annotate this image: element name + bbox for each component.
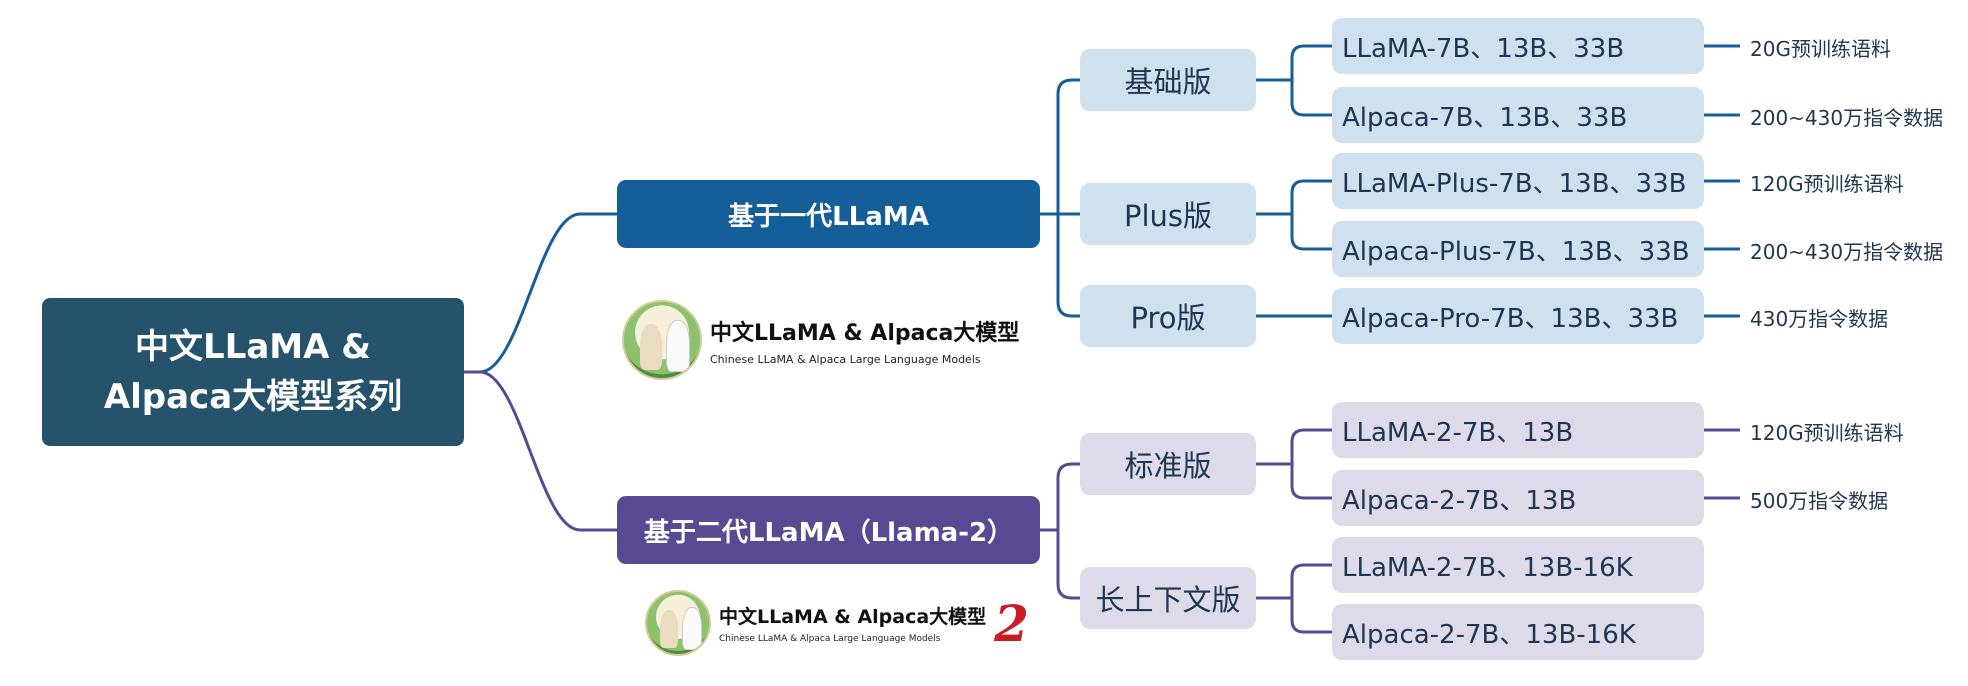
model-alpaca-pro: Alpaca-Pro-7B、13B、33B: [1332, 288, 1704, 344]
note-plus-llama: 120G预训练语料: [1750, 172, 1904, 196]
note-base-llama: 20G预训练语料: [1750, 37, 1891, 61]
version-standard: 标准版: [1080, 433, 1256, 495]
model-alpaca2-16k: Alpaca-2-7B、13B-16K: [1332, 604, 1704, 660]
alpaca-logo-icon: [622, 300, 702, 380]
version-long-context: 长上下文版: [1080, 567, 1256, 629]
model-llama-base: LLaMA-7B、13B、33B: [1332, 18, 1704, 74]
note-llama2: 120G预训练语料: [1750, 421, 1904, 445]
logo-gen2-subtitle: Chinese LLaMA & Alpaca Large Language Mo…: [719, 634, 941, 644]
logo-gen1-subtitle: Chinese LLaMA & Alpaca Large Language Mo…: [710, 352, 981, 366]
model-llama2-16k: LLaMA-2-7B、13B-16K: [1332, 537, 1704, 593]
model-alpaca-base: Alpaca-7B、13B、33B: [1332, 87, 1704, 143]
logo-gen2-mark: 2: [994, 593, 1029, 653]
model-alpaca-plus: Alpaca-Plus-7B、13B、33B: [1332, 221, 1704, 277]
logo-gen1-title: 中文LLaMA & Alpaca大模型: [710, 320, 1020, 346]
alpaca-logo-icon: [645, 590, 711, 656]
version-pro: Pro版: [1080, 285, 1256, 347]
logo-gen2: 中文LLaMA & Alpaca大模型 Chinese LLaMA & Alpa…: [645, 590, 1029, 656]
gen1-node: 基于一代LLaMA: [617, 180, 1040, 248]
root-title-line1: 中文LLaMA &: [135, 327, 371, 367]
logo-gen1: 中文LLaMA & Alpaca大模型 Chinese LLaMA & Alpa…: [622, 300, 1019, 380]
model-alpaca2: Alpaca-2-7B、13B: [1332, 470, 1704, 526]
root-title-line2: Alpaca大模型系列: [103, 377, 403, 417]
gen2-node: 基于二代LLaMA（Llama-2）: [617, 496, 1040, 564]
root-node: 中文LLaMA & Alpaca大模型系列: [42, 298, 464, 446]
version-base: 基础版: [1080, 49, 1256, 111]
note-alpaca2: 500万指令数据: [1750, 489, 1889, 513]
note-base-alpaca: 200~430万指令数据: [1750, 106, 1944, 130]
model-llama2: LLaMA-2-7B、13B: [1332, 402, 1704, 458]
model-llama-plus: LLaMA-Plus-7B、13B、33B: [1332, 153, 1704, 209]
logo-gen2-title: 中文LLaMA & Alpaca大模型: [719, 606, 987, 628]
note-plus-alpaca: 200~430万指令数据: [1750, 240, 1944, 264]
note-pro-alpaca: 430万指令数据: [1750, 307, 1889, 331]
version-plus: Plus版: [1080, 183, 1256, 245]
